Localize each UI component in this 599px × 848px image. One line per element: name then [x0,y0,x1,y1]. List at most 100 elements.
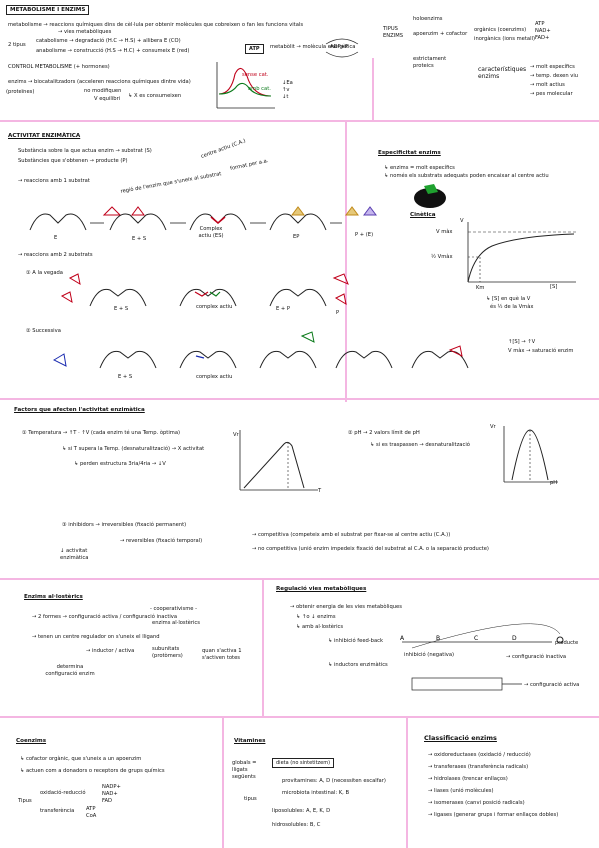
text: apoenzim + cofactor [413,31,468,37]
stage-label: P [336,310,340,316]
text: orgànics (coenzims) [474,27,527,33]
svg-text:B: B [436,635,440,642]
text: NADP+ [102,784,121,790]
section-title: Factors que afecten l'activitat enzimàti… [14,407,145,413]
stage-label: P + (E) [355,232,374,238]
legend-no-catalyst: sense cat. [242,72,269,78]
text: → no competitiva (unió enzim impedeix fi… [252,546,489,552]
text: característiques enzims [478,66,527,80]
text: CoA [86,813,97,819]
text: hidrosolubles: B, C [272,822,321,828]
text: ① A la vegada [26,270,63,276]
separator [0,398,599,400]
text: → tenen un centre regulador on s'uneix e… [32,634,160,640]
text: → pes molecular [530,91,573,97]
text: holoenzims [413,16,443,22]
text: (proteïnes) [6,89,35,95]
text: ↳ [S] en què la V [486,296,531,302]
text: inhibició (negativa) [404,652,455,658]
stage-label: E + P [276,306,291,312]
text: → transferases (transferència radicals) [428,764,529,770]
text: ↳ ↑o ↓ enzims [296,614,336,620]
text: ↳ només els substrats adequats poden enc… [384,173,549,179]
energy-cycle [325,38,359,58]
metabolic-pathway-diagram: A B C D [400,623,564,691]
text: → hidrolases (trencar enllaços) [428,776,508,782]
axis-label: pH [550,480,558,486]
text: ↓Ea ↑v ↓t [282,80,293,100]
text: → vies metabòliques [58,29,112,35]
text: ↳ inductors enzimàtics [328,662,388,668]
axis-label: [S] [550,284,558,290]
text: → inductor / activa [86,648,135,654]
text: provitamines: A, D (necessiten escalfar) [282,778,386,784]
text: 2 tipus [8,42,26,48]
text: FAD [102,798,113,804]
text: - cooperativisme - [150,606,197,612]
text: ↳ si es traspassen → desnaturalització [370,442,470,448]
svg-text:A: A [400,635,405,642]
text: Substància sobre la que actua enzim → su… [18,148,152,154]
text: → competitiva (competeix amb el substrat… [252,532,451,538]
text: liposolubles: A, E, K, D [272,808,331,814]
text: ↳ perden estructura 3ria/4ria → ↓V [74,461,166,467]
text: → ligases (generar grups i formar enllaç… [428,812,559,818]
text: tipus [244,796,257,802]
svg-text:D: D [512,635,517,642]
diet-box: dieta (no sintetitzem) [272,758,335,768]
axis-label: T [318,488,322,494]
axis-label: Vr [233,432,239,438]
atp-box: ATP [245,44,264,54]
axis-label: Km [476,285,485,291]
stage-label: E [54,235,58,241]
stage-label: complex actiu [196,374,233,380]
text: → 2 formes → configuració activa / confi… [32,614,178,620]
text: Substàncies que s'obtenen → producte (P) [18,158,128,164]
text: → oxidoreductases (oxidació / reducció) [428,752,531,758]
text: ③ inhibidors → irreversibles (fixació pe… [62,522,187,528]
text: ↳ cofactor orgànic, que s'uneix a un apo… [20,756,142,762]
text: ① Temperatura → ↑T · ↑V (cada enzim té u… [22,430,181,436]
axis-label: V [460,218,464,224]
section-title: Coenzims [16,738,47,744]
svg-text:C: C [474,635,478,642]
separator [372,58,374,120]
text: microbiota intestinal: K, B [282,790,350,796]
axis-label: V màx [436,229,453,235]
text: Tipus [18,798,32,804]
text: ② Successiva [26,328,61,334]
text: ATP [535,21,545,27]
text: CONTROL METABOLISME (+ hormones) [8,64,110,70]
text: → temp. dexen viu [530,73,579,79]
stage-label: E + S [114,306,129,312]
text: → reaccions amb 2 substrats [18,252,93,258]
enzyme-reaction-2 [60,273,349,307]
text: ↳ actuen com a donadors o receptors de g… [20,768,165,774]
text: globals = lligats següents [232,760,257,780]
text: → liases (unió molècules) [428,788,494,794]
text: → configuració activa [524,682,580,688]
text: ↳ inhibició feed-back [328,638,384,644]
stage-label: Complex actiu (ES) [198,226,224,239]
text: → molt específics [530,64,575,70]
text: oxidació-reducció [40,790,86,796]
text: → isomerases (canvi posició radicals) [428,800,525,806]
text: FAD+ [535,35,550,41]
section-title: Enzims al·lostèrics [24,594,83,600]
section-title: METABOLISME I ENZIMS [6,5,90,15]
axis-label: ½ Vmàx [431,254,453,260]
text: ↳ enzims = molt específics [384,165,455,171]
text: metabòlit → molècula energètica [270,44,356,50]
separator [262,580,264,718]
text: és ½ de la Vmàx [490,304,534,310]
text: anabolisme → construcció (H.S → H.C) + c… [36,48,190,54]
michaelis-menten-graph [467,222,576,283]
text: ↓ activitat enzimàtica [60,548,89,561]
section-title: ACTIVITAT ENZIMÀTICA [8,133,81,139]
text: no modifiquen [84,88,122,94]
text: producte [555,640,579,646]
text: ADP+P [330,44,349,50]
text: inorgànics (ions metall) [474,36,535,42]
text: ATP [86,806,96,812]
section-title: Vitamines [234,738,266,744]
